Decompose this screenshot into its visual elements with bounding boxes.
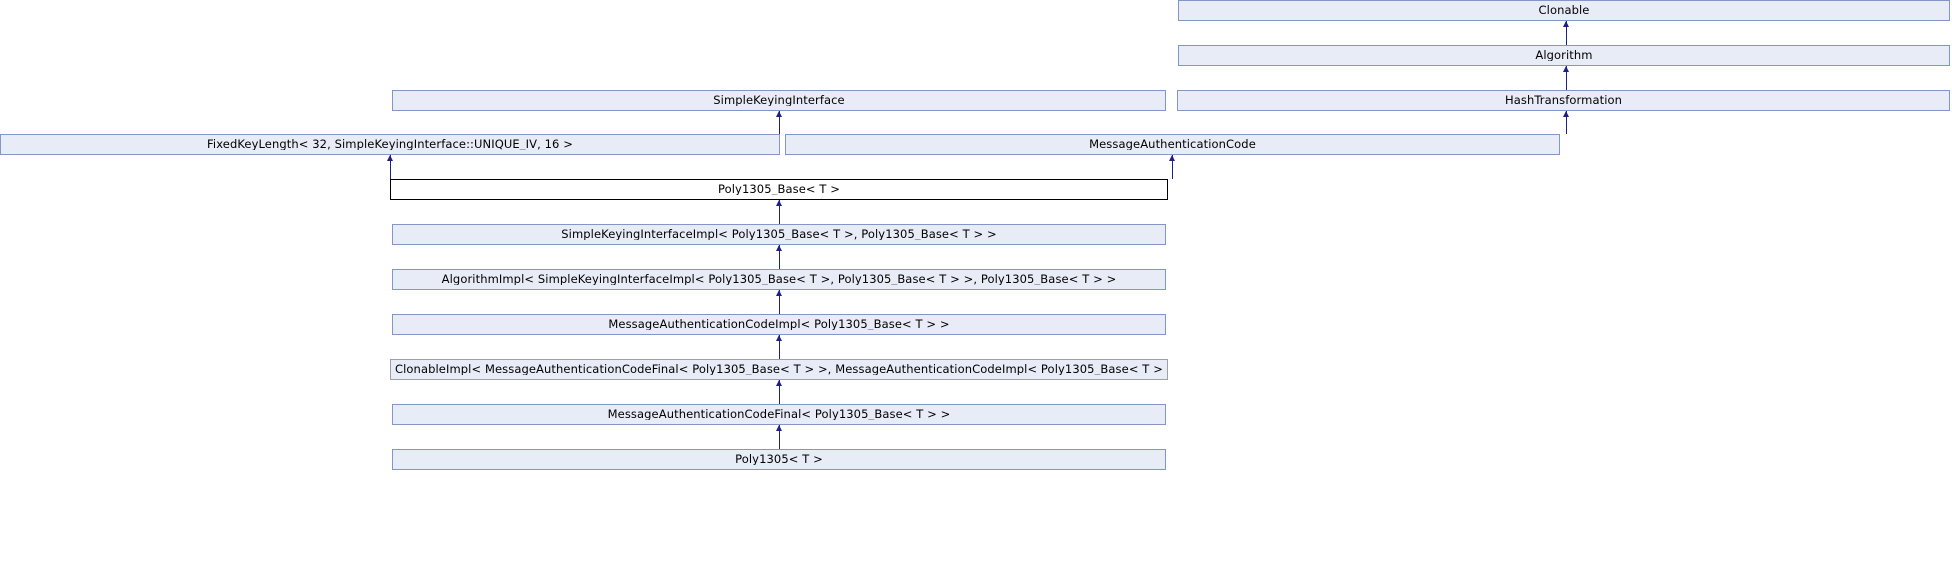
class-node-algorithm[interactable]: Algorithm — [1178, 45, 1950, 66]
arrowhead-icon-poly1305base-to-fixedkeylength — [387, 155, 393, 161]
class-node-label-poly1305: Poly1305< T > — [735, 453, 823, 466]
inheritance-edge-macimpl-to-algorithmimpl — [779, 290, 780, 314]
class-node-poly1305[interactable]: Poly1305< T > — [392, 449, 1166, 470]
arrowhead-icon-mac-to-simplekeyinginterface — [776, 111, 782, 117]
class-node-label-message-authentication-code-final: MessageAuthenticationCodeFinal< Poly1305… — [607, 408, 951, 421]
class-node-simple-keying-interface-impl[interactable]: SimpleKeyingInterfaceImpl< Poly1305_Base… — [392, 224, 1166, 245]
class-node-label-fixed-key-length: FixedKeyLength< 32, SimpleKeyingInterfac… — [207, 138, 573, 151]
inheritance-edge-poly1305base-to-mac — [1172, 155, 1173, 179]
arrowhead-icon-macimpl-to-algorithmimpl — [776, 290, 782, 296]
class-node-message-authentication-code[interactable]: MessageAuthenticationCode — [785, 134, 1560, 155]
inheritance-edge-clonableimpl-to-macimpl — [779, 335, 780, 359]
class-node-poly1305-base[interactable]: Poly1305_Base< T > — [390, 179, 1168, 200]
class-node-clonable[interactable]: Clonable — [1178, 0, 1950, 21]
arrowhead-icon-mac-to-hashtransformation — [1563, 111, 1569, 117]
class-node-fixed-key-length[interactable]: FixedKeyLength< 32, SimpleKeyingInterfac… — [0, 134, 780, 155]
class-node-clonable-impl[interactable]: ClonableImpl< MessageAuthenticationCodeF… — [390, 359, 1168, 380]
arrowhead-icon-algorithm-to-clonable — [1563, 21, 1569, 27]
class-node-label-clonable-impl: ClonableImpl< MessageAuthenticationCodeF… — [395, 363, 1167, 376]
inheritance-edge-algorithm-to-clonable — [1566, 21, 1567, 45]
class-node-label-message-authentication-code-impl: MessageAuthenticationCodeImpl< Poly1305_… — [608, 318, 950, 331]
inheritance-edge-poly1305-to-macfinal — [779, 425, 780, 449]
arrowhead-icon-macfinal-to-clonableimpl — [776, 380, 782, 386]
class-node-label-algorithm-impl: AlgorithmImpl< SimpleKeyingInterfaceImpl… — [441, 273, 1117, 286]
class-node-label-simple-keying-interface-impl: SimpleKeyingInterfaceImpl< Poly1305_Base… — [561, 228, 997, 241]
arrowhead-icon-poly1305-to-macfinal — [776, 425, 782, 431]
class-node-label-poly1305-base: Poly1305_Base< T > — [718, 183, 840, 196]
class-node-label-clonable: Clonable — [1538, 4, 1590, 17]
class-node-algorithm-impl[interactable]: AlgorithmImpl< SimpleKeyingInterfaceImpl… — [392, 269, 1166, 290]
inheritance-edge-mac-to-simplekeyinginterface — [779, 111, 780, 134]
inheritance-edge-hashtransformation-to-algorithm — [1566, 66, 1567, 90]
class-node-simple-keying-interface[interactable]: SimpleKeyingInterface — [392, 90, 1166, 111]
class-node-label-message-authentication-code: MessageAuthenticationCode — [1089, 138, 1256, 151]
class-node-label-algorithm: Algorithm — [1535, 49, 1593, 62]
class-node-message-authentication-code-final[interactable]: MessageAuthenticationCodeFinal< Poly1305… — [392, 404, 1166, 425]
class-node-label-hash-transformation: HashTransformation — [1504, 94, 1623, 107]
inheritance-edge-macfinal-to-clonableimpl — [779, 380, 780, 404]
inheritance-edge-skii-to-poly1305base — [779, 200, 780, 224]
class-node-hash-transformation[interactable]: HashTransformation — [1177, 90, 1950, 111]
arrowhead-icon-algorithmimpl-to-skii — [776, 245, 782, 251]
inheritance-edge-poly1305base-to-fixedkeylength — [390, 155, 391, 179]
arrowhead-icon-skii-to-poly1305base — [776, 200, 782, 206]
inheritance-edge-algorithmimpl-to-skii — [779, 245, 780, 269]
arrowhead-icon-hashtransformation-to-algorithm — [1563, 66, 1569, 72]
arrowhead-icon-poly1305base-to-mac — [1169, 155, 1175, 161]
class-node-label-simple-keying-interface: SimpleKeyingInterface — [713, 94, 845, 107]
inheritance-edge-mac-to-hashtransformation — [1566, 111, 1567, 134]
arrowhead-icon-clonableimpl-to-macimpl — [776, 335, 782, 341]
class-node-message-authentication-code-impl[interactable]: MessageAuthenticationCodeImpl< Poly1305_… — [392, 314, 1166, 335]
